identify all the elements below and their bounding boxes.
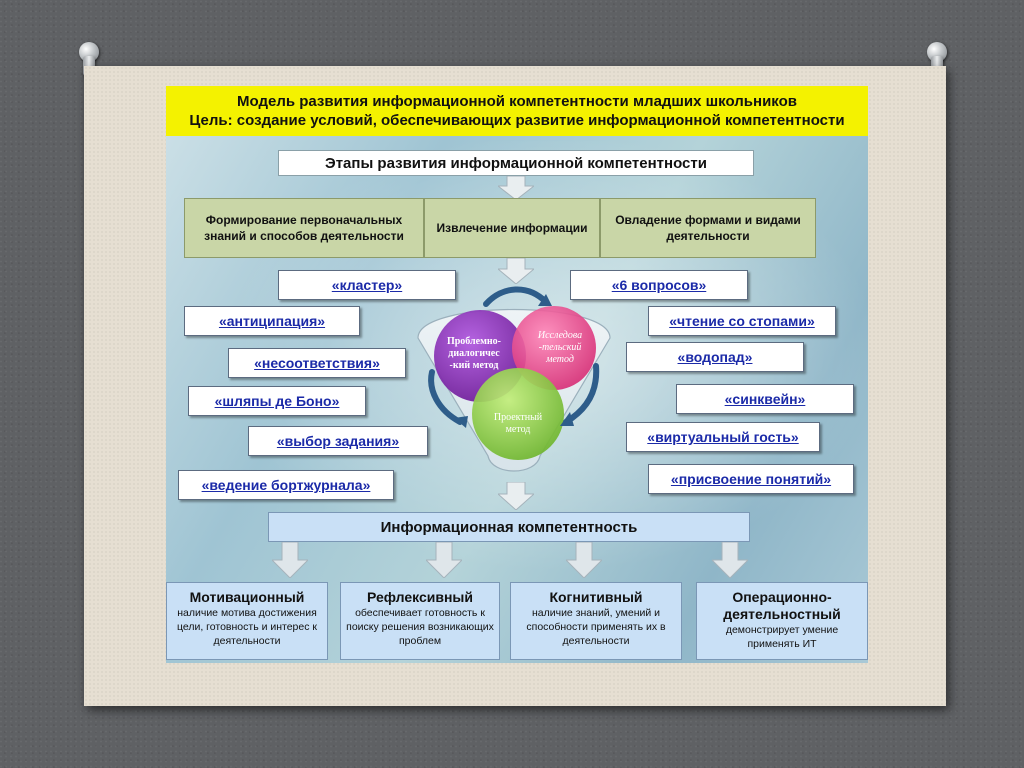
method-logbook: «ведение бортжурнала» xyxy=(178,470,394,500)
down-arrow-icon xyxy=(426,542,462,578)
method-waterfall: «водопад» xyxy=(626,342,804,372)
page-title: Модель развития информационной компетент… xyxy=(237,93,797,110)
method-virtual-guest: «виртуальный гость» xyxy=(626,422,820,452)
result-title: Операционно-деятельностный xyxy=(723,589,841,622)
method-six-questions: «6 вопросов» xyxy=(570,270,748,300)
down-arrow-icon xyxy=(712,542,748,578)
circle-research xyxy=(512,306,596,390)
result-description: обеспечивает готовность к поиску решения… xyxy=(346,607,494,647)
title-banner: Модель развития информационной компетент… xyxy=(166,86,868,136)
cycle-arrow-icon xyxy=(483,286,549,307)
method-reading-stops: «чтение со стопами» xyxy=(648,306,836,336)
result-description: наличие знаний, умений и способности при… xyxy=(526,607,666,647)
result-reflexive: Рефлексивный обеспечивает готовность к п… xyxy=(340,582,500,660)
down-arrow-icon xyxy=(498,482,534,510)
goal-subtitle: Цель: создание условий, обеспечивающих р… xyxy=(189,112,845,129)
competence-title: Информационная компетентность xyxy=(268,512,750,542)
result-cognitive: Когнитивный наличие знаний, умений и спо… xyxy=(510,582,682,660)
method-sinkwine: «синквейн» xyxy=(676,384,854,414)
cycle-arrow-icon xyxy=(428,369,463,425)
result-title: Рефлексивный xyxy=(366,589,473,605)
result-description: демонстрирует умение применять ИТ xyxy=(725,624,839,650)
result-operational: Операционно-деятельностный демонстрирует… xyxy=(696,582,868,660)
result-title: Мотивационный xyxy=(189,589,305,605)
method-cluster: «кластер» xyxy=(278,270,456,300)
stage-formation: Формирование первоначальных знаний и спо… xyxy=(184,198,424,258)
method-task-choice: «выбор задания» xyxy=(248,426,428,456)
method-anticipation: «антиципация» xyxy=(184,306,360,336)
stage-extraction: Извлечение информации xyxy=(424,198,600,258)
methods-venn-diagram: Проблемно-диалогичес-кий метод Исследова… xyxy=(417,286,611,472)
stages-title: Этапы развития информационной компетентн… xyxy=(278,150,754,176)
method-concept-assignment: «присвоение понятий» xyxy=(648,464,854,494)
method-inconsistency: «несоответствия» xyxy=(228,348,406,378)
circle-project xyxy=(472,368,564,460)
method-debono-hats: «шляпы де Боно» xyxy=(188,386,366,416)
result-title: Когнитивный xyxy=(549,589,643,605)
diagram-slide: Модель развития информационной компетент… xyxy=(166,86,868,663)
down-arrow-icon xyxy=(272,542,308,578)
down-arrow-icon xyxy=(566,542,602,578)
venn-label: Проблемно-диалогичес-кий метод xyxy=(447,336,501,371)
down-arrow-icon xyxy=(498,258,534,284)
stage-mastery: Овладение формами и видами деятельности xyxy=(600,198,816,258)
result-motivational: Мотивационный наличие мотива достижения … xyxy=(166,582,328,660)
result-description: наличие мотива достижения цели, готовнос… xyxy=(176,607,318,647)
down-arrow-icon xyxy=(498,176,534,200)
